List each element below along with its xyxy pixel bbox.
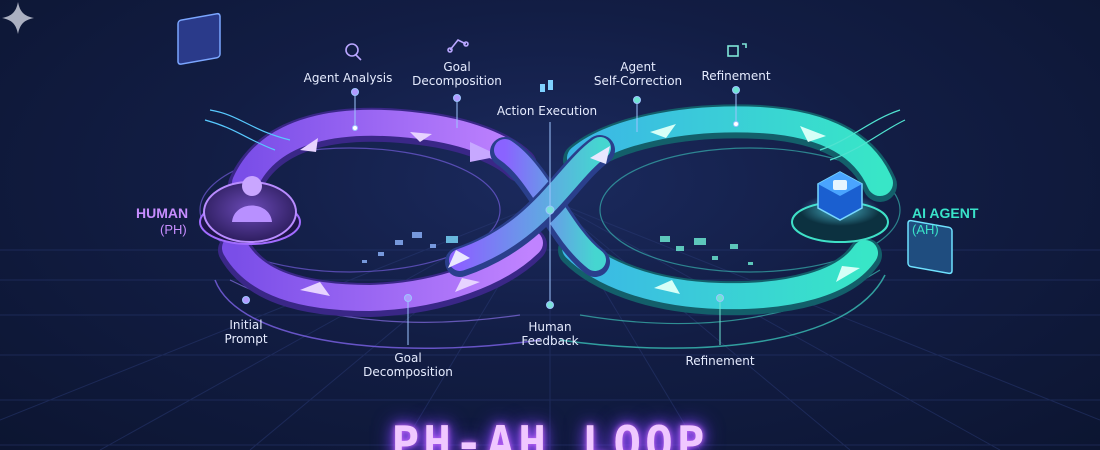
label-goal-decomposition-bottom: Goal Decomposition	[363, 351, 453, 379]
agent-platform	[791, 171, 889, 243]
arrow-icon	[654, 280, 680, 294]
label-agent-analysis: Agent Analysis	[303, 71, 393, 85]
arrow-icon	[410, 132, 432, 142]
label-refinement-top: Refinement	[701, 69, 771, 83]
human-platform	[199, 176, 301, 245]
label-initial-prompt: Initial Prompt	[224, 318, 268, 346]
human-subtitle: (PH)	[160, 222, 187, 237]
data-particles	[362, 232, 753, 265]
human-base-arc	[214, 279, 541, 349]
arrow-icon	[800, 126, 826, 142]
arrow-icon	[300, 282, 330, 296]
arrow-icon	[650, 124, 676, 138]
person-icon	[232, 176, 272, 222]
label-connectors	[242, 86, 740, 345]
label-goal-decomposition-top: Goal Decomposition	[412, 60, 502, 88]
diagram-title: PH-AH LOOP	[391, 416, 709, 450]
label-human-feedback: Human Feedback	[521, 320, 579, 348]
left-data-panel-icon	[177, 12, 291, 151]
agent-title: AI AGENT	[912, 205, 979, 221]
label-action-execution: Action Execution	[496, 104, 598, 118]
cursor-icon	[540, 80, 553, 92]
sparkle-icon	[2, 2, 34, 34]
agent-subtitle: (AH)	[912, 222, 939, 237]
arrow-icon	[590, 146, 610, 164]
arrow-icon	[836, 266, 860, 282]
arrow-icon	[300, 138, 318, 152]
arrow-icon	[455, 278, 480, 292]
branch-icon	[447, 38, 469, 53]
human-title: HUMAN	[136, 205, 189, 221]
magnifier-chart-icon	[345, 43, 362, 61]
label-refinement-bottom: Refinement	[685, 354, 755, 368]
label-agent-self-correction: Agent Self-Correction	[593, 60, 683, 88]
right-data-panel-icon	[819, 109, 953, 275]
cube-ai-icon	[817, 171, 863, 221]
arrow-icon	[448, 250, 470, 268]
agent-base-arc	[559, 274, 886, 349]
refine-icon	[727, 43, 747, 57]
